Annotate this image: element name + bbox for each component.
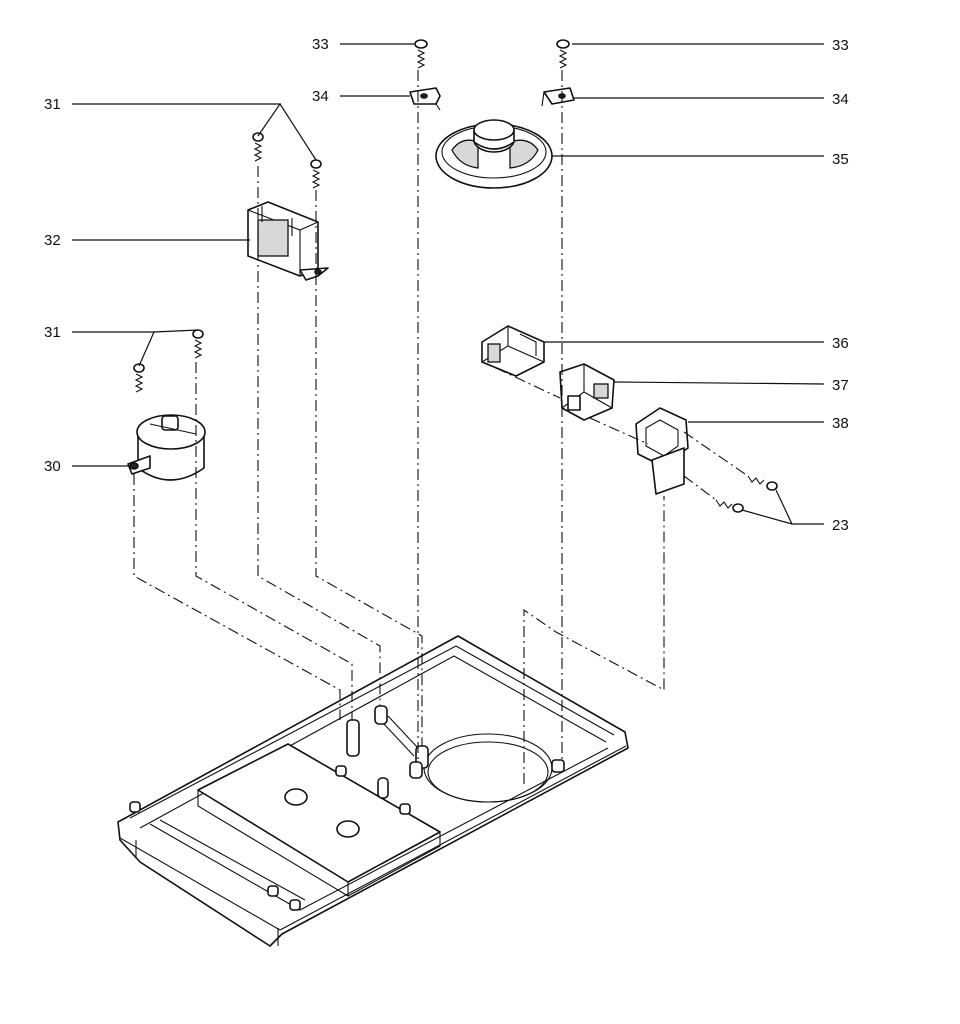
label-34-right: 34 <box>832 91 849 108</box>
label-32: 32 <box>44 232 61 249</box>
screw-31-upper-right <box>310 159 322 189</box>
label-31-lower: 31 <box>44 324 61 341</box>
screw-31-lower-right <box>192 329 204 359</box>
label-38: 38 <box>832 415 849 432</box>
label-35: 35 <box>832 151 849 168</box>
label-34-left: 34 <box>312 88 329 105</box>
part-number-labels: 33 33 34 34 31 35 32 31 36 37 38 30 23 <box>44 36 849 534</box>
base-housing <box>117 635 629 947</box>
transformer-part-32 <box>247 201 329 281</box>
screw-33-left <box>414 39 428 69</box>
screw-23-lower <box>715 499 744 513</box>
label-36: 36 <box>832 335 849 352</box>
speaker-part-35 <box>435 119 553 189</box>
label-33-left: 33 <box>312 36 329 53</box>
screw-31-upper-left <box>252 132 264 162</box>
label-33-right: 33 <box>832 37 849 54</box>
label-23: 23 <box>832 517 849 534</box>
switch-housing-part-37 <box>559 363 615 421</box>
bracket-part-36 <box>481 325 545 377</box>
mounting-plate-part-38 <box>635 407 689 495</box>
screw-33-right <box>556 39 570 69</box>
label-31-upper: 31 <box>44 96 61 113</box>
bracket-34-left <box>409 87 441 111</box>
label-30: 30 <box>44 458 61 475</box>
screw-31-lower-left <box>133 363 145 393</box>
screw-23-upper <box>747 475 778 491</box>
motor-part-30 <box>127 414 206 481</box>
bracket-34-right <box>541 87 575 107</box>
label-37: 37 <box>832 377 849 394</box>
leader-lines <box>72 43 825 525</box>
assembly-guide-lines <box>133 70 749 784</box>
